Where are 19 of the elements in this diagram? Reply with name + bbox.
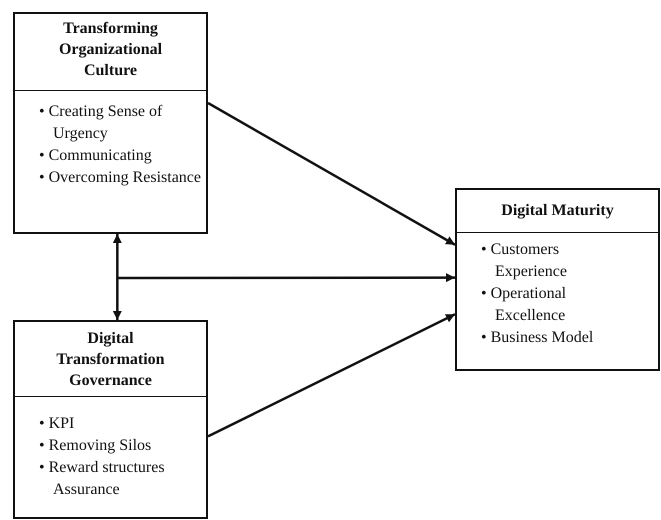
arrow <box>117 273 455 282</box>
concept-box <box>13 12 208 234</box>
bullet-item: • KPI <box>39 414 76 434</box>
arrow <box>207 313 456 438</box>
box-heading: Digital Maturity <box>501 201 614 221</box>
box-heading: Transforming Organizational Culture <box>58 19 164 81</box>
bullet-item: • Overcoming Resistance <box>39 168 202 188</box>
concept-box <box>13 320 208 519</box>
bullet-item: • Communicating <box>39 146 153 166</box>
bullet-item: • Business Model <box>481 328 594 348</box>
bullet-item: • Customers Experience <box>481 240 568 282</box>
bullet-item: • Creating Sense of Urgency <box>39 102 164 144</box>
bullet-item: • Reward structures Assurance <box>39 458 166 500</box>
arrow <box>112 234 122 320</box>
concept-box <box>455 188 660 371</box>
bullet-item: • Removing Silos <box>39 436 152 456</box>
bullet-item: • Operational Excellence <box>481 284 568 326</box>
box-heading: Digital Transformation Governance <box>55 329 166 391</box>
arrow <box>207 102 456 246</box>
